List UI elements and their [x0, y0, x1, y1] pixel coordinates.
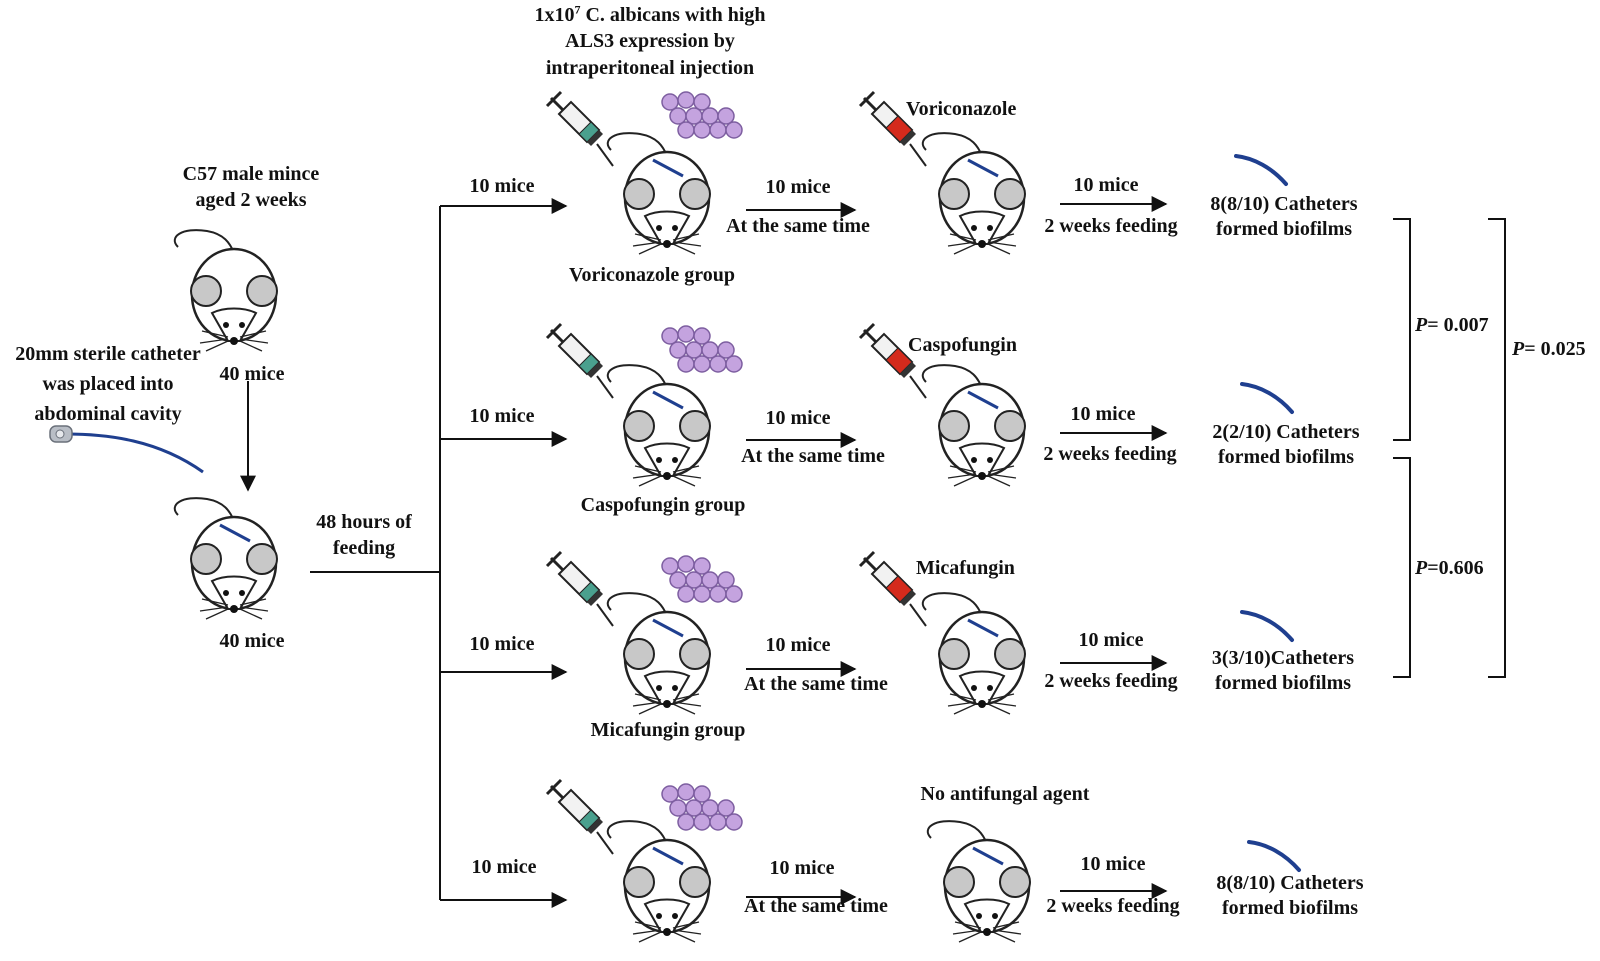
- p-value-2-3: P=0.606: [1415, 557, 1484, 579]
- catheter-icon: [1232, 150, 1292, 190]
- step1-count: 10 mice: [765, 176, 831, 198]
- step1-count: 10 mice: [769, 857, 835, 879]
- step2-count: 10 mice: [1080, 853, 1146, 875]
- split-label: 10 mice: [469, 633, 535, 655]
- group-label: Micafungin group: [590, 719, 746, 741]
- step1-label: At the same time: [744, 673, 888, 695]
- split-label: 10 mice: [469, 405, 535, 427]
- result: 8(8/10) Catheters formed biofilms: [1216, 872, 1364, 919]
- p-value-1-3: P= 0.025: [1512, 338, 1586, 360]
- step2-label: 2 weeks feeding: [1043, 443, 1177, 465]
- result: 8(8/10) Catheters formed biofilms: [1210, 193, 1358, 240]
- step1-count: 10 mice: [765, 407, 831, 429]
- step2-count: 10 mice: [1073, 174, 1139, 196]
- catheter-icon: [1238, 378, 1298, 418]
- drug-label: Micafungin: [916, 557, 1015, 579]
- drug-label: No antifungal agent: [920, 783, 1090, 805]
- mouse-icon: [605, 128, 725, 258]
- result: 2(2/10) Catheters formed biofilms: [1212, 421, 1360, 468]
- step1-label: At the same time: [741, 445, 885, 467]
- group-label: Caspofungin group: [580, 494, 746, 516]
- mouse-icon: [920, 360, 1040, 490]
- mouse-icon: [172, 493, 292, 623]
- split-label: 10 mice: [471, 856, 537, 878]
- catheter-note: 20mm sterile catheter was placed into ab…: [15, 343, 201, 425]
- drug-label: Caspofungin: [908, 334, 1017, 356]
- mouse-icon: [925, 816, 1045, 946]
- mouse-icon: [920, 588, 1040, 718]
- mouse-icon: [605, 816, 725, 946]
- start-title: C57 male mince aged 2 weeks: [182, 163, 320, 212]
- feeding-label: 48 hours of feeding: [316, 511, 412, 560]
- step1-label: At the same time: [744, 895, 888, 917]
- injection-header: 1x107 C. albicans with high ALS3 express…: [534, 2, 766, 79]
- p-value-1-2: P= 0.007: [1415, 314, 1489, 336]
- start-count-1: 40 mice: [219, 363, 285, 385]
- catheter-icon: [1238, 606, 1298, 646]
- step1-label: At the same time: [726, 215, 870, 237]
- step2-label: 2 weeks feeding: [1044, 670, 1178, 692]
- mouse-icon: [605, 588, 725, 718]
- step2-label: 2 weeks feeding: [1046, 895, 1180, 917]
- drug-label: Voriconazole: [906, 98, 1017, 120]
- result: 3(3/10)Catheters formed biofilms: [1211, 647, 1355, 694]
- step2-count: 10 mice: [1078, 629, 1144, 651]
- step1-count: 10 mice: [765, 634, 831, 656]
- mouse-icon: [172, 225, 292, 355]
- step2-count: 10 mice: [1070, 403, 1136, 425]
- catheter-tube-icon: [49, 425, 204, 474]
- catheter-icon: [1245, 836, 1305, 876]
- split-label: 10 mice: [469, 175, 535, 197]
- group-label: Voriconazole group: [568, 264, 736, 286]
- mouse-icon: [605, 360, 725, 490]
- step2-label: 2 weeks feeding: [1044, 215, 1178, 237]
- start-count-2: 40 mice: [219, 630, 285, 652]
- mouse-icon: [920, 128, 1040, 258]
